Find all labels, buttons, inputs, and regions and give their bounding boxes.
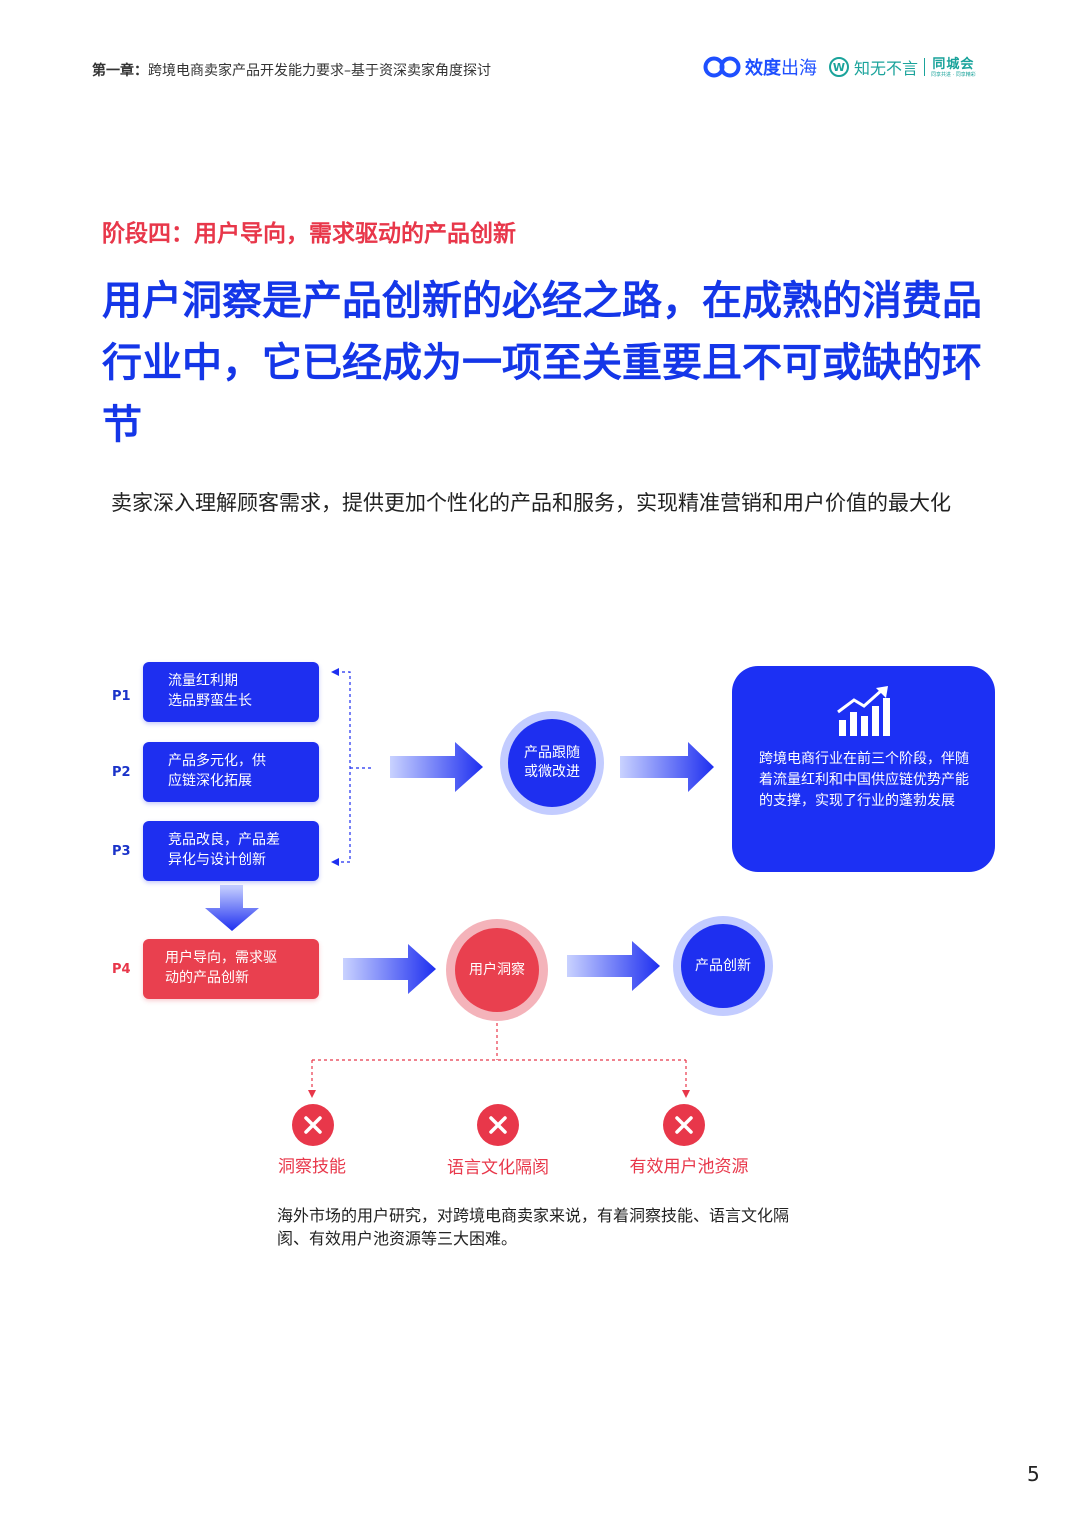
- phase-label-p1: P1: [112, 689, 131, 704]
- close-icon: [663, 1104, 705, 1146]
- zhiwubuyan-logo-icon: W: [829, 57, 849, 77]
- phase-label-p4: P4: [112, 962, 131, 977]
- close-icon: [477, 1104, 519, 1146]
- lead-paragraph: 卖家深入理解顾客需求，提供更加个性化的产品和服务，实现精准营销和用户价值的最大化: [111, 491, 951, 515]
- chapter-title: 第一章：跨境电商卖家产品开发能力要求–基于资深卖家角度探讨: [92, 63, 491, 79]
- page-headline: 用户洞察是产品创新的必经之路，在成熟的消费品行业中，它已经成为一项至关重要且不可…: [102, 278, 982, 448]
- page-number: 5: [1027, 1462, 1040, 1486]
- difficulty-label-skill: 洞察技能: [278, 1157, 346, 1177]
- bracket-arrowhead-top: [331, 668, 339, 676]
- difficulty-label-userpool: 有效用户池资源: [629, 1157, 749, 1177]
- diagram-caption: 海外市场的用户研究，对跨境电商卖家来说，有着洞察技能、语言文化隔阂、有效用户池资…: [277, 1206, 790, 1248]
- innovation-bubble-ring: 产品创新: [673, 916, 773, 1016]
- header-logos: 效度出海 W 知无不言 同城会 同享共进 · 同享精彩: [703, 52, 976, 82]
- arrow-to-innovation: [567, 941, 660, 991]
- phase-box-p3: 竞品改良，产品差 异化与设计创新: [143, 821, 319, 881]
- difficulty-label-language: 语言文化隔阂: [447, 1158, 549, 1178]
- follow-bubble-ring: 产品跟随 或微改进: [500, 711, 604, 815]
- partner-logo-sub: 同城会 同享共进 · 同享精彩: [931, 56, 976, 78]
- phase-box-p2: 产品多元化，供 应链深化拓展: [143, 742, 319, 802]
- partner-logo-text: 知无不言: [854, 59, 919, 78]
- arrow-down: [205, 885, 259, 931]
- insight-bubble: 用户洞察: [455, 928, 539, 1012]
- phase-box-p4: 用户导向，需求驱 动的产品创新: [143, 939, 319, 999]
- logo-divider: [924, 58, 926, 76]
- difficulty-tree: [311, 1023, 687, 1092]
- phase-bracket: [336, 671, 372, 863]
- brand-logo-text: 效度出海: [745, 58, 817, 79]
- growth-chart-icon: [837, 686, 890, 736]
- industry-summary-card: 跨境电商行业在前三个阶段，伴随着流量红利和中国供应链优势产能的支撑，实现了行业的…: [732, 666, 995, 872]
- phase-box-p1: 流量红利期 选品野蛮生长: [143, 662, 319, 722]
- industry-summary-text: 跨境电商行业在前三个阶段，伴随着流量红利和中国供应链优势产能的支撑，实现了行业的…: [759, 751, 969, 809]
- bracket-arrowhead-bottom: [331, 858, 339, 866]
- infinity-logo-icon: [703, 54, 743, 80]
- close-icon: [292, 1104, 334, 1146]
- innovation-bubble: 产品创新: [681, 924, 765, 1008]
- arrow-to-card: [620, 742, 714, 792]
- tree-arrowhead-right: [682, 1090, 690, 1098]
- follow-bubble: 产品跟随 或微改进: [508, 719, 596, 807]
- insight-bubble-ring: 用户洞察: [446, 919, 548, 1021]
- tree-arrowhead-left: [308, 1090, 316, 1098]
- phase-label-p2: P2: [112, 765, 131, 780]
- arrow-to-insight: [343, 944, 436, 994]
- arrow-to-follow: [390, 742, 483, 792]
- phase-label-p3: P3: [112, 844, 131, 859]
- stage-title: 阶段四：用户导向，需求驱动的产品创新: [102, 221, 516, 247]
